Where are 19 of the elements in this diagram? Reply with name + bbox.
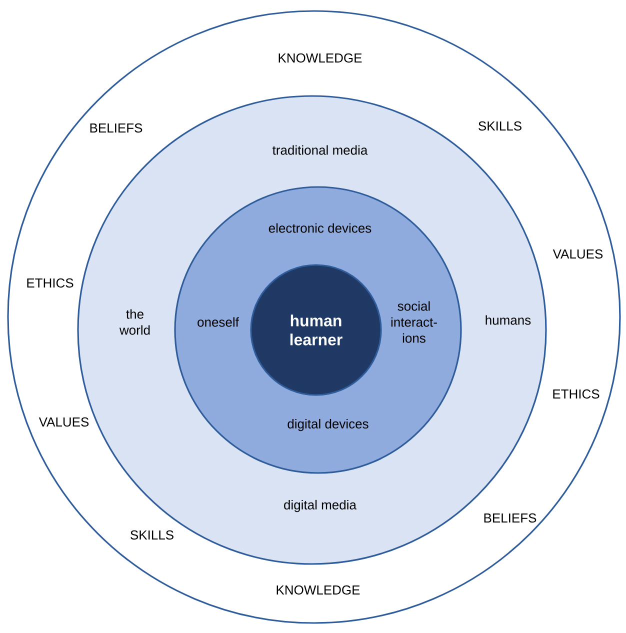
ring-label: traditional media	[272, 145, 368, 155]
ring-label: humans	[486, 315, 531, 325]
ring-label: BELIEFS	[90, 123, 142, 133]
ring-label: oneself	[198, 317, 239, 327]
ring-label: ETHICS	[27, 278, 74, 288]
ring-label: digital media	[284, 500, 356, 512]
ring-label: electronic devices	[268, 223, 372, 233]
ring-label: KNOWLEDGE	[276, 585, 360, 595]
ring-label: BELIEFS	[484, 513, 536, 523]
ring-label: social interact- ions	[391, 301, 437, 343]
ring-label: SKILLS	[478, 121, 522, 131]
ring-label: human learner	[290, 314, 342, 346]
ring-label: VALUES	[552, 249, 603, 259]
ring-label: KNOWLEDGE	[278, 53, 362, 63]
ring-label: the world	[119, 309, 150, 335]
ring-label: digital devices	[288, 418, 368, 432]
ring-label: SKILLS	[130, 530, 174, 540]
ring-label: ETHICS	[553, 389, 600, 399]
ring-label: VALUES	[38, 417, 89, 427]
